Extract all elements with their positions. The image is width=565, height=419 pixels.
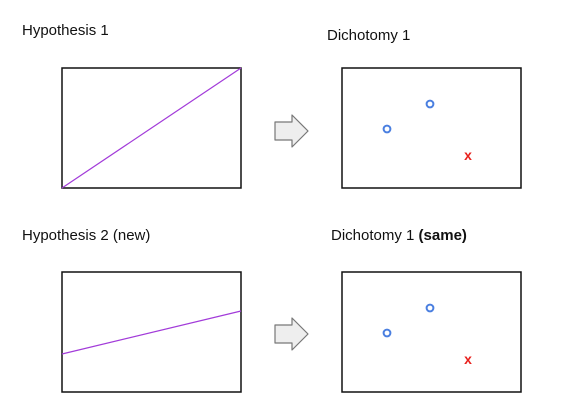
arrow-2-icon	[274, 317, 309, 351]
dichotomy-2-circle-marker-b	[382, 328, 392, 338]
hypothesis-1-line	[61, 67, 242, 189]
dichotomy-1-frame	[341, 67, 522, 189]
dichotomy-1-circle-marker-b	[382, 124, 392, 134]
hypothesis-2-line	[61, 310, 242, 355]
dichotomy-1-circle-marker-a	[425, 99, 435, 109]
dichotomy-2-title-main: Dichotomy 1	[331, 227, 415, 244]
hypothesis-1-title: Hypothesis 1	[22, 22, 109, 39]
dichotomy-1-panel: x	[341, 67, 522, 189]
dichotomy-1-cross-marker: x	[464, 147, 472, 163]
dichotomy-2-title-emphasis: (same)	[418, 227, 467, 244]
hypothesis-2-title: Hypothesis 2 (new)	[22, 227, 151, 244]
hypothesis-2-panel	[61, 271, 242, 393]
hypothesis-1-panel	[61, 67, 242, 189]
hypothesis-1-frame	[61, 67, 242, 189]
arrow-1-icon	[274, 114, 309, 148]
dichotomy-2-frame	[341, 271, 522, 393]
dichotomy-2-title: Dichotomy 1 (same)	[331, 227, 467, 245]
dichotomy-2-circle-marker-a	[425, 303, 435, 313]
hypothesis-2-frame	[61, 271, 242, 393]
dichotomy-2-panel: x	[341, 271, 522, 393]
dichotomy-2-cross-marker: x	[464, 351, 472, 367]
dichotomy-1-title: Dichotomy 1	[327, 27, 411, 44]
